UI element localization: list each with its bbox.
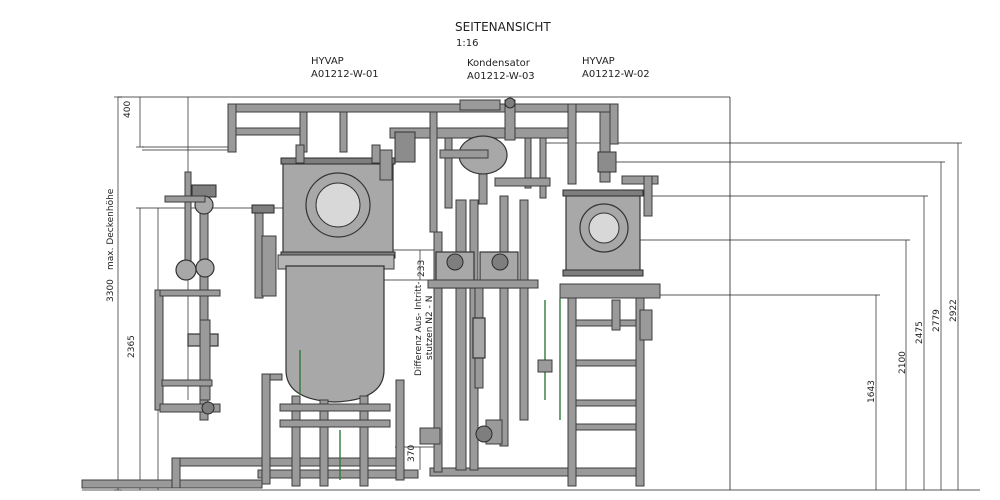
ceiling-frame: [82, 96, 980, 491]
top-header-pipes: [227, 97, 619, 233]
unit-1-name: HYVAP: [311, 56, 344, 67]
dim-1643: 1643: [867, 380, 877, 403]
unit-3-id: A01212-W-03: [467, 71, 535, 82]
dim-2100: 2100: [898, 351, 908, 374]
dim-2475: 2475: [915, 321, 925, 344]
dim-233: 233: [417, 260, 427, 277]
left-instrument-column: [154, 171, 277, 421]
unit-1-id: A01212-W-01: [311, 69, 379, 80]
dim-370: 370: [407, 445, 417, 462]
dim-2779: 2779: [932, 309, 942, 332]
dim-2922: 2922: [949, 299, 959, 322]
hyvap-w02: [559, 175, 661, 487]
hyvap-w01: [280, 144, 396, 259]
view-scale: 1:16: [456, 38, 478, 49]
dim-2365: 2365: [127, 335, 137, 358]
unit-2-name: HYVAP: [582, 56, 615, 67]
middle-valve-cluster: [419, 251, 553, 445]
unit-3-name: Kondensator: [467, 58, 531, 69]
dim-nozzle-label-2: stutzen N2 - N: [425, 296, 435, 360]
dim-400: 400: [123, 101, 133, 118]
main-tank: [261, 254, 405, 487]
view-title: SEITENANSICHT: [455, 20, 551, 34]
dim-3300: 3300: [106, 279, 116, 302]
unit-2-id: A01212-W-02: [582, 69, 650, 80]
dim-nozzle-label-1: Differenz Aus- Intritt-: [414, 281, 424, 376]
dim-ceiling-label: max. Deckenhöhe: [106, 188, 116, 270]
